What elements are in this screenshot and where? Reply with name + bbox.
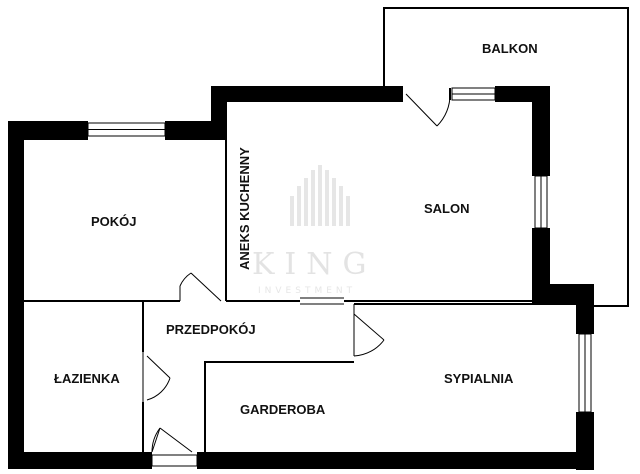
- label-przedpokoj: PRZEDPOKÓJ: [166, 322, 256, 337]
- label-lazienka: ŁAZIENKA: [54, 371, 120, 386]
- wall-salon-right-upper: [532, 86, 550, 176]
- wall-garderoba: [204, 361, 354, 458]
- windows: [87, 87, 592, 467]
- opening-salon: [300, 297, 344, 305]
- door-lazienka: [142, 352, 171, 402]
- wall-salon-right-lower: [532, 228, 550, 300]
- wall-sypialnia-right-upper: [576, 284, 594, 334]
- watermark: KING INVESTMENT: [252, 165, 376, 296]
- label-aneks: ANEKS KUCHENNY: [237, 147, 252, 270]
- window-salon-top: [451, 87, 496, 101]
- wall-bottom-left: [8, 452, 152, 469]
- window-pokoj: [87, 122, 166, 137]
- watermark-brand: KING: [252, 247, 376, 282]
- door-entrance: [151, 427, 193, 453]
- window-salon-right: [534, 175, 548, 229]
- door-sypialnia: [353, 304, 385, 357]
- watermark-logo: [290, 165, 350, 226]
- doors: [142, 88, 451, 453]
- wall-pokoj-top-right: [165, 121, 226, 140]
- window-sypialnia: [578, 333, 592, 413]
- wall-pokoj-top-left: [8, 121, 88, 140]
- entrance-frame: [151, 454, 198, 467]
- door-balkon: [405, 88, 451, 127]
- label-balkon: BALKON: [482, 41, 538, 56]
- door-pokoj: [179, 272, 222, 302]
- room-labels: BALKON POKÓJ SALON ANEKS KUCHENNY PRZEDP…: [54, 41, 538, 417]
- wall-left: [8, 121, 24, 469]
- wall-bottom-right: [197, 452, 594, 469]
- label-sypialnia: SYPIALNIA: [444, 371, 514, 386]
- walls: [8, 86, 594, 470]
- label-garderoba: GARDEROBA: [240, 402, 326, 417]
- balcony-outline: [383, 7, 629, 307]
- label-salon: SALON: [424, 201, 470, 216]
- label-pokoj: POKÓJ: [91, 214, 137, 229]
- watermark-sub: INVESTMENT: [258, 286, 356, 296]
- wall-salon-top: [211, 86, 403, 102]
